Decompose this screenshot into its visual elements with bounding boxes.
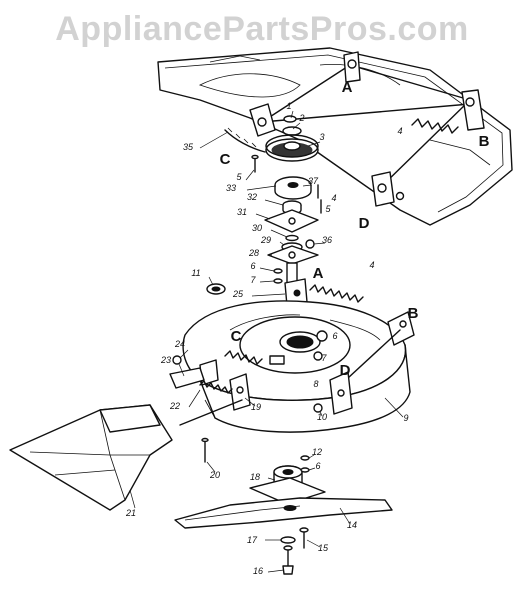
part-callout-16: 16	[253, 566, 263, 576]
part-callout-18: 18	[250, 472, 260, 482]
part-callout-33: 33	[226, 183, 236, 193]
part-callout-4: 4	[397, 126, 402, 136]
letter-callouts: A B C D A B C D	[220, 79, 490, 379]
part-callout-36: 36	[322, 235, 332, 245]
part-callout-2: 2	[298, 113, 304, 123]
part-callout-25: 25	[232, 289, 244, 299]
part-callout-8: 8	[313, 379, 318, 389]
part-callout-28: 28	[248, 248, 259, 258]
part-callout-30: 30	[252, 223, 262, 233]
part-callout-24: 24	[174, 339, 185, 349]
part-callout-35: 35	[183, 142, 194, 152]
part-callout-14: 14	[347, 520, 357, 530]
watermark-text: AppliancePartsPros.com	[55, 10, 468, 48]
part-callout-3: 3	[319, 132, 324, 142]
leader-lines	[129, 110, 404, 573]
part-callout-11: 11	[191, 268, 200, 278]
part-callout-15: 15	[318, 543, 329, 553]
upper-hanger-assembly	[249, 51, 485, 207]
part-callout-1: 1	[286, 101, 291, 111]
part-callout-4: 4	[331, 193, 336, 203]
tractor-frame	[157, 47, 513, 226]
part-callout-31: 31	[237, 207, 247, 217]
letter-callout-c: C	[231, 328, 242, 345]
part-callout-6: 6	[315, 461, 320, 471]
part-callout-5: 5	[236, 172, 242, 182]
part-callout-9: 9	[403, 413, 408, 423]
pulley-and-spindle-stack	[206, 115, 364, 307]
discharge-chute	[9, 404, 173, 511]
part-callout-32: 32	[247, 192, 257, 202]
part-callout-6: 6	[250, 261, 255, 271]
part-callout-7: 7	[321, 353, 327, 363]
mower-deck-housing	[169, 300, 415, 463]
part-callout-21: 21	[125, 508, 136, 518]
part-callout-23: 23	[160, 355, 171, 365]
part-callout-37: 37	[308, 176, 319, 186]
part-callout-29: 29	[260, 235, 271, 245]
part-callout-12: 12	[312, 447, 322, 457]
letter-callout-c: C	[220, 151, 231, 168]
part-callout-17: 17	[247, 535, 258, 545]
part-callout-5: 5	[325, 204, 331, 214]
part-callout-10: 10	[317, 412, 327, 422]
letter-callout-a: A	[313, 265, 324, 282]
part-callout-19: 19	[251, 402, 261, 412]
part-callout-7: 7	[250, 275, 256, 285]
letter-callout-d: D	[340, 362, 351, 379]
letter-callout-d: D	[359, 215, 370, 232]
part-callout-22: 22	[169, 401, 180, 411]
letter-callout-b: B	[479, 133, 490, 150]
part-callout-20: 20	[209, 470, 220, 480]
part-callout-4: 4	[369, 260, 374, 270]
part-callout-6: 6	[332, 331, 337, 341]
letter-callout-a: A	[342, 79, 353, 96]
letter-callout-b: B	[408, 305, 419, 322]
blade-assembly	[174, 455, 393, 575]
